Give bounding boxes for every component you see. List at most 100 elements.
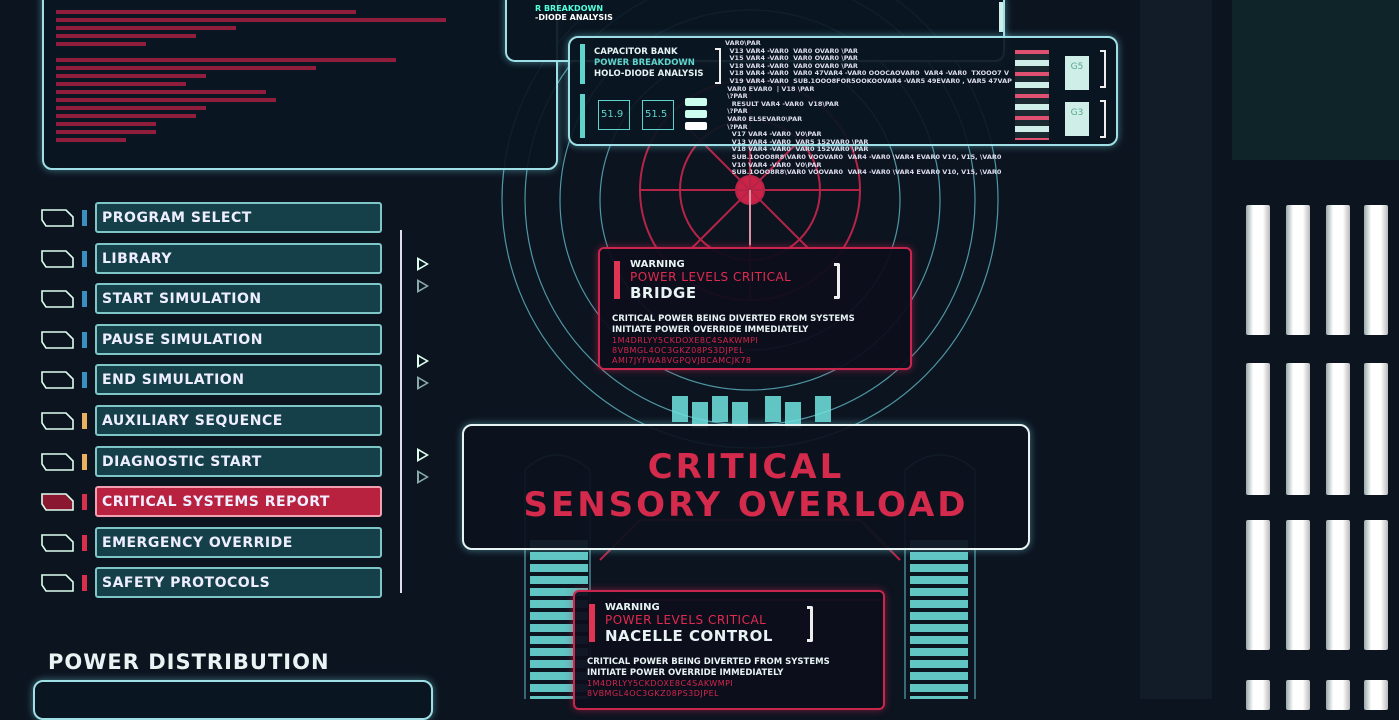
menu-item-library[interactable]: Library xyxy=(95,242,382,274)
menu-tab-icon xyxy=(40,573,75,593)
nacelle-bar xyxy=(910,636,968,644)
wall-light xyxy=(1286,680,1310,710)
power-bar xyxy=(815,396,831,422)
status-indicator xyxy=(82,534,87,551)
arrow-right-icon[interactable] xyxy=(417,279,429,293)
menu-tab-icon xyxy=(40,452,75,472)
power-bar xyxy=(712,396,728,422)
nacelle-bar xyxy=(910,600,968,608)
arrow-right-icon[interactable] xyxy=(417,354,429,368)
warning-code: 8VBMGL4OC3GKZ08PS3DJPEL xyxy=(587,689,720,698)
nacelle-bar xyxy=(910,612,968,620)
badge-g3: G3 xyxy=(1065,102,1089,136)
warning-status: POWER LEVELS CRITICAL xyxy=(605,613,767,627)
arrow-right-icon[interactable] xyxy=(417,257,429,271)
menu-tab-icon xyxy=(40,533,75,553)
capacitor-subtitle: POWER BREAKDOWN xyxy=(594,58,695,68)
arrow-right-icon[interactable] xyxy=(417,448,429,462)
nacelle-bar xyxy=(530,624,588,632)
menu-item-start-simulation[interactable]: Start Simulation xyxy=(95,283,382,315)
menu-tab-icon xyxy=(40,370,75,390)
critical-alert-box: CRITICAL SENSORY OVERLOAD xyxy=(462,424,1030,550)
status-indicator xyxy=(82,331,87,348)
nacelle-bar xyxy=(530,660,588,668)
log-line xyxy=(56,98,276,102)
menu-tab-icon xyxy=(40,411,75,431)
warning-message: INITIATE POWER OVERRIDE IMMEDIATELY xyxy=(612,325,809,335)
menu-item-pause-simulation[interactable]: Pause Simulation xyxy=(95,323,382,355)
warning-message: CRITICAL POWER BEING DIVERTED FROM SYSTE… xyxy=(587,657,830,667)
power-bar xyxy=(692,402,708,428)
warning-nacelle-panel: WARNING POWER LEVELS CRITICAL NACELLE CO… xyxy=(573,590,885,710)
wall-light xyxy=(1326,205,1350,335)
nacelle-bar xyxy=(910,684,968,692)
warning-location: NACELLE CONTROL xyxy=(605,627,773,645)
capacitor-bank-panel: CAPACITOR BANK POWER BREAKDOWN HOLO-DIOD… xyxy=(568,36,1118,176)
warning-location: BRIDGE xyxy=(630,284,697,302)
nacelle-bar xyxy=(910,624,968,632)
log-line xyxy=(56,106,206,110)
nacelle-bar xyxy=(910,648,968,656)
status-indicator xyxy=(82,494,87,511)
wall-light xyxy=(1246,520,1270,650)
menu-item-safety-protocols[interactable]: Safety Protocols xyxy=(95,567,382,599)
warning-label: WARNING xyxy=(605,602,660,613)
nacelle-bar xyxy=(530,588,588,596)
nacelle-bar xyxy=(530,612,588,620)
capacitor-line3: HOLO-DIODE ANALYSIS xyxy=(594,69,704,79)
menu-tab-icon xyxy=(40,208,75,228)
nacelle-bar xyxy=(530,576,588,584)
log-line xyxy=(56,82,186,86)
warning-code: AMI7JYFWA8VGPQVJBCAMCJK78 xyxy=(612,356,752,365)
warning-status: POWER LEVELS CRITICAL xyxy=(630,270,792,284)
nacelle-bar xyxy=(910,564,968,572)
wall-light xyxy=(1326,680,1350,710)
nacelle-bar xyxy=(910,696,968,699)
nacelle-bar xyxy=(530,552,588,560)
wall-light-panel xyxy=(1232,0,1399,160)
status-indicator xyxy=(82,372,87,389)
menu-item-program-select[interactable]: Program Select xyxy=(95,202,382,233)
menu-item-end-simulation[interactable]: End Simulation xyxy=(95,364,382,396)
wall-light xyxy=(1364,205,1388,335)
log-line xyxy=(56,18,446,22)
capacitor-title: CAPACITOR BANK xyxy=(594,47,678,57)
wall-light xyxy=(1326,363,1350,495)
wall-light xyxy=(1326,520,1350,650)
alert-line1: CRITICAL xyxy=(647,447,845,487)
menu-scroll-track[interactable] xyxy=(400,230,402,593)
power-bar xyxy=(672,396,688,422)
wall-light xyxy=(1246,363,1270,495)
nacelle-bar xyxy=(910,588,968,596)
power-bar xyxy=(785,402,801,428)
nacelle-bar xyxy=(910,660,968,668)
nacelle-bar xyxy=(530,696,588,699)
status-indicator xyxy=(82,250,87,267)
wall-light xyxy=(1246,205,1270,335)
log-line xyxy=(56,74,206,78)
arrow-right-icon[interactable] xyxy=(417,470,429,484)
log-line xyxy=(56,34,196,38)
alert-line2: SENSORY OVERLOAD xyxy=(523,485,969,525)
menu-tab-icon xyxy=(40,330,75,350)
status-indicator xyxy=(82,210,87,226)
warning-code: 1M4DRLYY5CKDOXE8C4SAKWMPI xyxy=(612,336,759,345)
power-bar xyxy=(765,396,781,422)
menu-tab-icon xyxy=(40,289,75,309)
wall-light xyxy=(1246,680,1270,710)
readout-1: 51.9 xyxy=(598,100,630,130)
power-distribution-panel xyxy=(33,680,433,720)
warning-code: 1M4DRLYY5CKDOXE8C4SAKWMPI xyxy=(587,679,734,688)
menu-item-critical-systems-report[interactable]: Critical Systems Report xyxy=(95,486,382,518)
log-line xyxy=(56,66,316,70)
log-line xyxy=(56,42,146,46)
log-line xyxy=(56,26,236,30)
warning-bridge-panel: WARNING POWER LEVELS CRITICAL BRIDGE CRI… xyxy=(598,247,912,370)
menu-item-auxiliary-sequence[interactable]: Auxiliary Sequence xyxy=(95,405,382,436)
status-indicator xyxy=(82,291,87,308)
menu-item-diagnostic-start[interactable]: Diagnostic Start xyxy=(95,445,382,477)
log-line xyxy=(56,90,266,94)
arrow-right-icon[interactable] xyxy=(417,376,429,390)
warning-message: INITIATE POWER OVERRIDE IMMEDIATELY xyxy=(587,668,784,678)
menu-item-emergency-override[interactable]: Emergency Override xyxy=(95,526,382,558)
